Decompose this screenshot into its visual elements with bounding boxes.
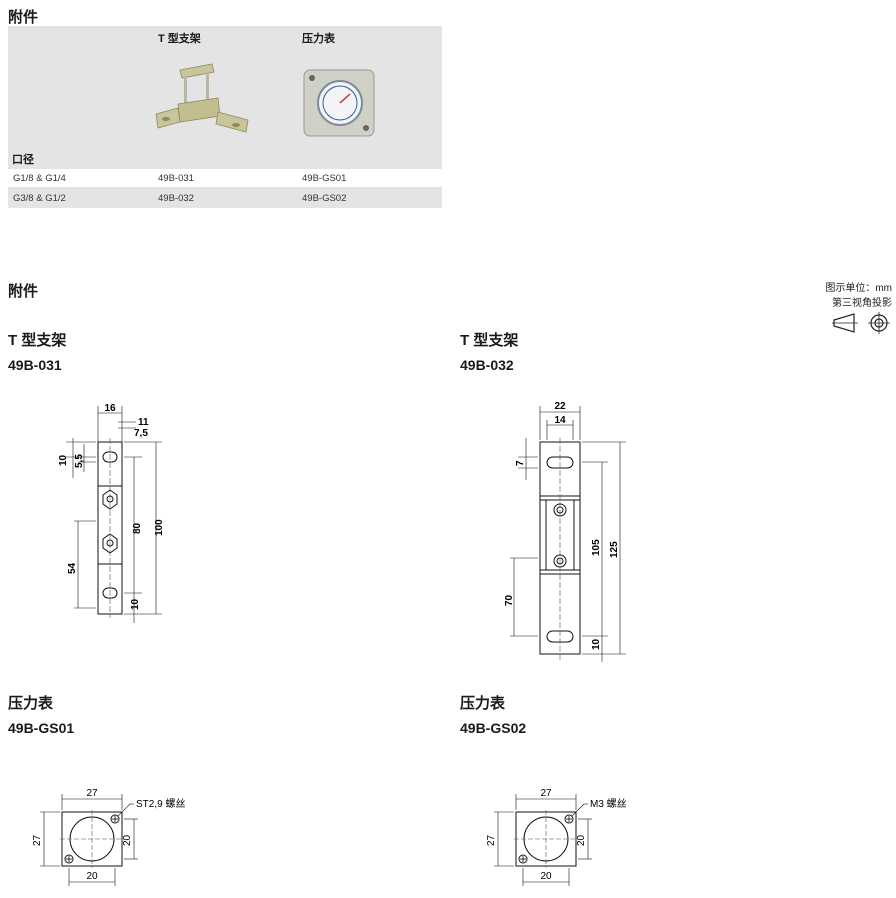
projection-note: 第三视角投影 bbox=[832, 298, 892, 309]
screw-label: ST2,9 螺丝 bbox=[136, 798, 185, 810]
bracket-large-type: T 型支架 bbox=[460, 332, 519, 349]
dim-left: 27 bbox=[32, 834, 43, 846]
drawings-title: 附件 bbox=[8, 283, 39, 300]
bracket-small-type: T 型支架 bbox=[8, 332, 67, 349]
dim-right: 20 bbox=[122, 834, 133, 846]
dim-10-bottom: 10 bbox=[130, 598, 141, 610]
third-angle-projection-icon bbox=[832, 312, 890, 334]
column-header-bracket: T 型支架 bbox=[158, 33, 201, 45]
dim-10: 10 bbox=[591, 638, 602, 650]
gauge-small-code: 49B-GS01 bbox=[8, 720, 75, 736]
bracket-small-code: 49B-031 bbox=[8, 357, 62, 373]
dim-11: 11 bbox=[138, 417, 149, 428]
bracket-large-code: 49B-032 bbox=[460, 357, 514, 373]
dim-7: 7 bbox=[515, 460, 526, 466]
screw-label: M3 螺丝 bbox=[590, 798, 627, 810]
dim-top: 27 bbox=[86, 788, 98, 799]
dim-100: 100 bbox=[154, 519, 165, 536]
dim-14: 14 bbox=[554, 415, 566, 426]
dim-54: 54 bbox=[67, 562, 78, 574]
gauge-large-type: 压力表 bbox=[460, 695, 506, 712]
gauge-large-drawing: 27 27 20 20 M3 螺丝 bbox=[486, 788, 627, 886]
column-header-gauge: 压力表 bbox=[302, 33, 335, 45]
dim-70: 70 bbox=[504, 594, 515, 606]
dim-80: 80 bbox=[132, 522, 143, 534]
bracket-small-drawing: 16 11 7,5 10 5,5 80 100 54 10 bbox=[58, 403, 165, 623]
dim-bottom: 20 bbox=[540, 871, 552, 882]
dim-7-5: 7,5 bbox=[134, 428, 148, 439]
gauge-large-code: 49B-GS02 bbox=[460, 720, 527, 736]
dim-top: 27 bbox=[540, 788, 552, 799]
unit-note: 图示单位：mm bbox=[825, 283, 892, 294]
dim-10-top: 10 bbox=[58, 454, 69, 466]
bracket-large-drawing: 22 14 7 105 125 70 10 bbox=[504, 401, 626, 662]
dim-left: 27 bbox=[486, 834, 497, 846]
gauge-product-image bbox=[303, 69, 375, 137]
bracket-product-image bbox=[155, 63, 249, 133]
gauge-small-type: 压力表 bbox=[8, 695, 54, 712]
dim-bottom: 20 bbox=[86, 871, 98, 882]
dim-right: 20 bbox=[576, 834, 587, 846]
dim-105: 105 bbox=[591, 539, 602, 556]
table-row: G1/8 & G1/4 49B-031 49B-GS01 bbox=[8, 169, 442, 187]
dim-width: 22 bbox=[554, 401, 566, 412]
dim-5-5: 5,5 bbox=[74, 454, 85, 468]
dim-125: 125 bbox=[609, 541, 620, 558]
gauge-small-drawing: 27 27 20 20 ST2,9 螺丝 bbox=[32, 788, 185, 886]
table-row: G3/8 & G1/2 49B-032 49B-GS02 bbox=[8, 189, 442, 207]
dim-width: 16 bbox=[104, 403, 116, 414]
table-row-header: 口径 bbox=[12, 154, 34, 166]
section-title: 附件 bbox=[8, 9, 39, 26]
